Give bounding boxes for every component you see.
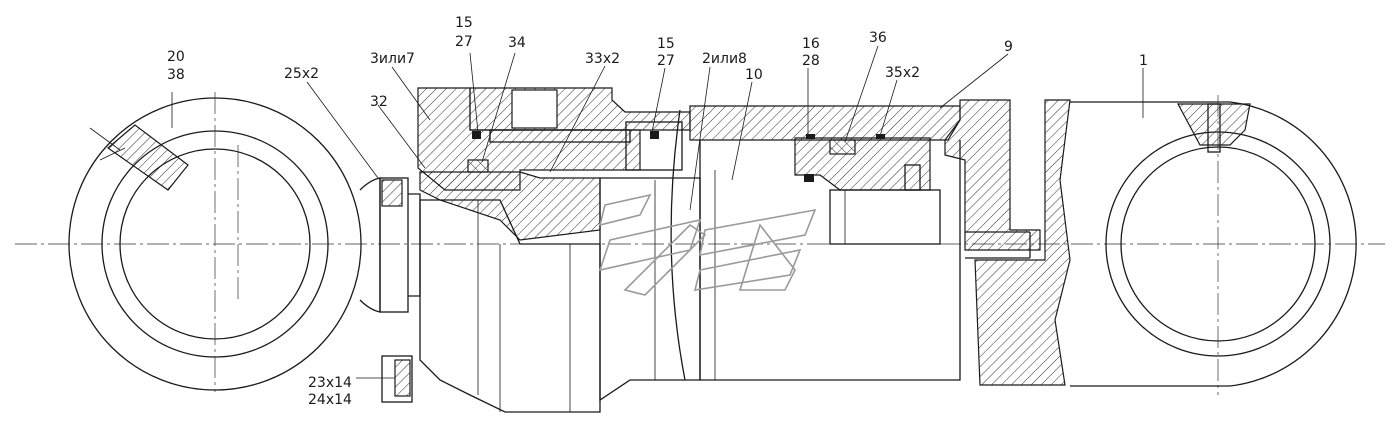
bottom-cap	[944, 99, 1071, 386]
piston	[794, 134, 941, 245]
rod-neck	[359, 177, 421, 403]
label-20: 20	[167, 49, 185, 65]
label-1: 1	[1139, 53, 1148, 69]
label-15-left: 15	[455, 15, 473, 31]
label-25x2: 25x2	[284, 66, 319, 82]
label-32: 32	[370, 94, 388, 110]
label-28: 28	[802, 53, 820, 69]
label-15-right: 15	[657, 36, 675, 52]
leader-lines	[171, 45, 1144, 379]
label-27-right: 27	[657, 53, 675, 69]
label-9: 9	[1004, 39, 1013, 55]
label-35x2: 35x2	[885, 65, 920, 81]
piston-rod	[419, 171, 601, 413]
label-27-left: 27	[455, 34, 473, 50]
label-38: 38	[167, 67, 185, 83]
label-3ili7: 3или7	[370, 51, 415, 67]
part-labels: 20 38 25x2 3или7 32 15 27 34 33x2 15 27 …	[167, 15, 1148, 408]
label-34: 34	[508, 35, 526, 51]
label-36: 36	[869, 30, 887, 46]
label-16: 16	[802, 36, 820, 52]
label-10: 10	[745, 67, 763, 83]
watermark-logo	[598, 193, 817, 296]
label-33x2: 33x2	[585, 51, 620, 67]
label-23x14: 23x14	[308, 375, 352, 391]
label-24x14: 24x14	[308, 392, 352, 408]
label-2ili8: 2или8	[702, 51, 747, 67]
left-eye	[68, 92, 362, 392]
right-eye	[1070, 95, 1357, 395]
